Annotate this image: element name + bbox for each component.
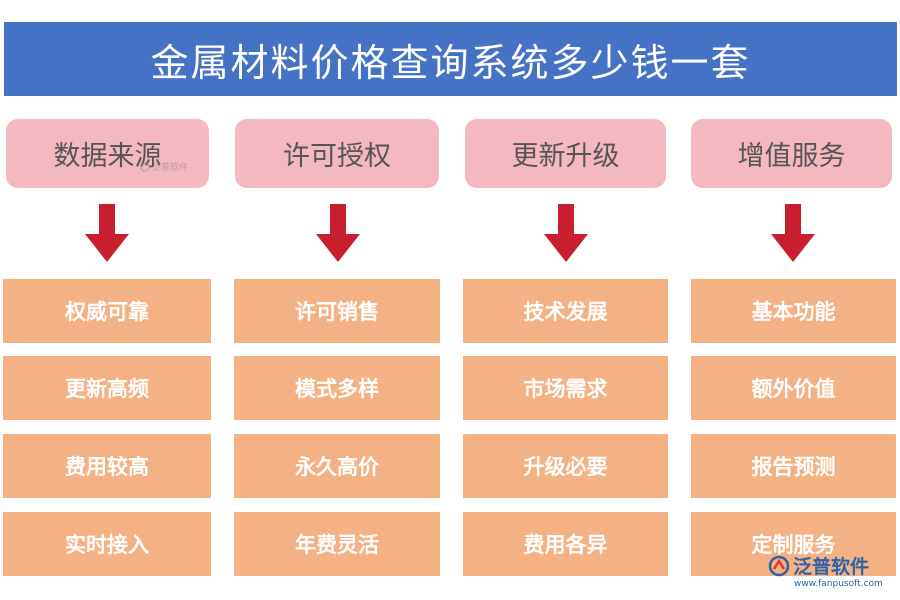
category-header-label: 更新升级	[511, 141, 620, 172]
down-arrow-icon	[316, 204, 360, 262]
item-label: 费用各异	[523, 532, 608, 557]
item-box: 升级必要	[463, 434, 668, 498]
item-box: 费用较高	[3, 434, 211, 498]
category-header-label: 许可授权	[283, 141, 391, 172]
category-header-updates: 更新升级	[465, 119, 666, 188]
item-label: 基本功能	[751, 299, 836, 324]
category-header-value-added: 增值服务	[691, 119, 892, 188]
down-arrow-icon	[544, 204, 588, 262]
watermark-logo: 泛普软件 www.fanpusoft.com	[768, 552, 883, 589]
item-box: 费用各异	[463, 512, 668, 576]
item-label: 年费灵活	[295, 532, 379, 557]
down-arrow-icon	[771, 204, 815, 262]
item-label: 报告预测	[751, 454, 836, 479]
item-label: 费用较高	[65, 454, 149, 479]
item-label: 许可销售	[295, 299, 379, 324]
watermark-url: www.fanpusoft.com	[794, 579, 883, 589]
item-label: 权威可靠	[65, 299, 149, 324]
category-header-data-source: 数据来源	[6, 119, 209, 188]
item-box: 市场需求	[463, 356, 668, 420]
item-box: 许可销售	[234, 279, 440, 343]
page-title: 金属材料价格查询系统多少钱一套	[150, 40, 751, 85]
title-banner: 金属材料价格查询系统多少钱一套	[4, 22, 897, 96]
item-box: 报告预测	[691, 434, 896, 498]
category-header-label: 增值服务	[737, 141, 846, 172]
item-box: 实时接入	[3, 512, 211, 576]
item-box: 模式多样	[234, 356, 440, 420]
item-box: 永久高价	[234, 434, 440, 498]
item-label: 升级必要	[523, 454, 608, 479]
watermark-small-brand: 泛普软件	[152, 163, 189, 173]
item-label: 永久高价	[295, 454, 379, 479]
item-label: 更新高频	[65, 376, 149, 401]
fanpu-logo-icon	[140, 161, 150, 172]
item-label: 市场需求	[523, 376, 608, 401]
watermark-brand: 泛普软件	[793, 556, 870, 578]
item-label: 实时接入	[65, 532, 149, 557]
item-label: 技术发展	[523, 299, 608, 324]
item-box: 年费灵活	[234, 512, 440, 576]
item-box: 权威可靠	[3, 279, 211, 343]
item-box: 更新高频	[3, 356, 211, 420]
item-box: 定制服务	[691, 512, 896, 576]
watermark-small: 泛普软件	[140, 160, 188, 173]
item-label: 额外价值	[751, 376, 836, 401]
category-header-licensing: 许可授权	[235, 119, 439, 188]
category-header-label: 数据来源	[53, 141, 162, 172]
item-box: 额外价值	[691, 356, 896, 420]
item-label: 模式多样	[295, 376, 379, 401]
item-label: 定制服务	[751, 532, 836, 557]
down-arrow-icon	[85, 204, 129, 262]
item-box: 基本功能	[691, 279, 896, 343]
fanpu-logo-icon	[768, 555, 790, 576]
item-box: 技术发展	[463, 279, 668, 343]
